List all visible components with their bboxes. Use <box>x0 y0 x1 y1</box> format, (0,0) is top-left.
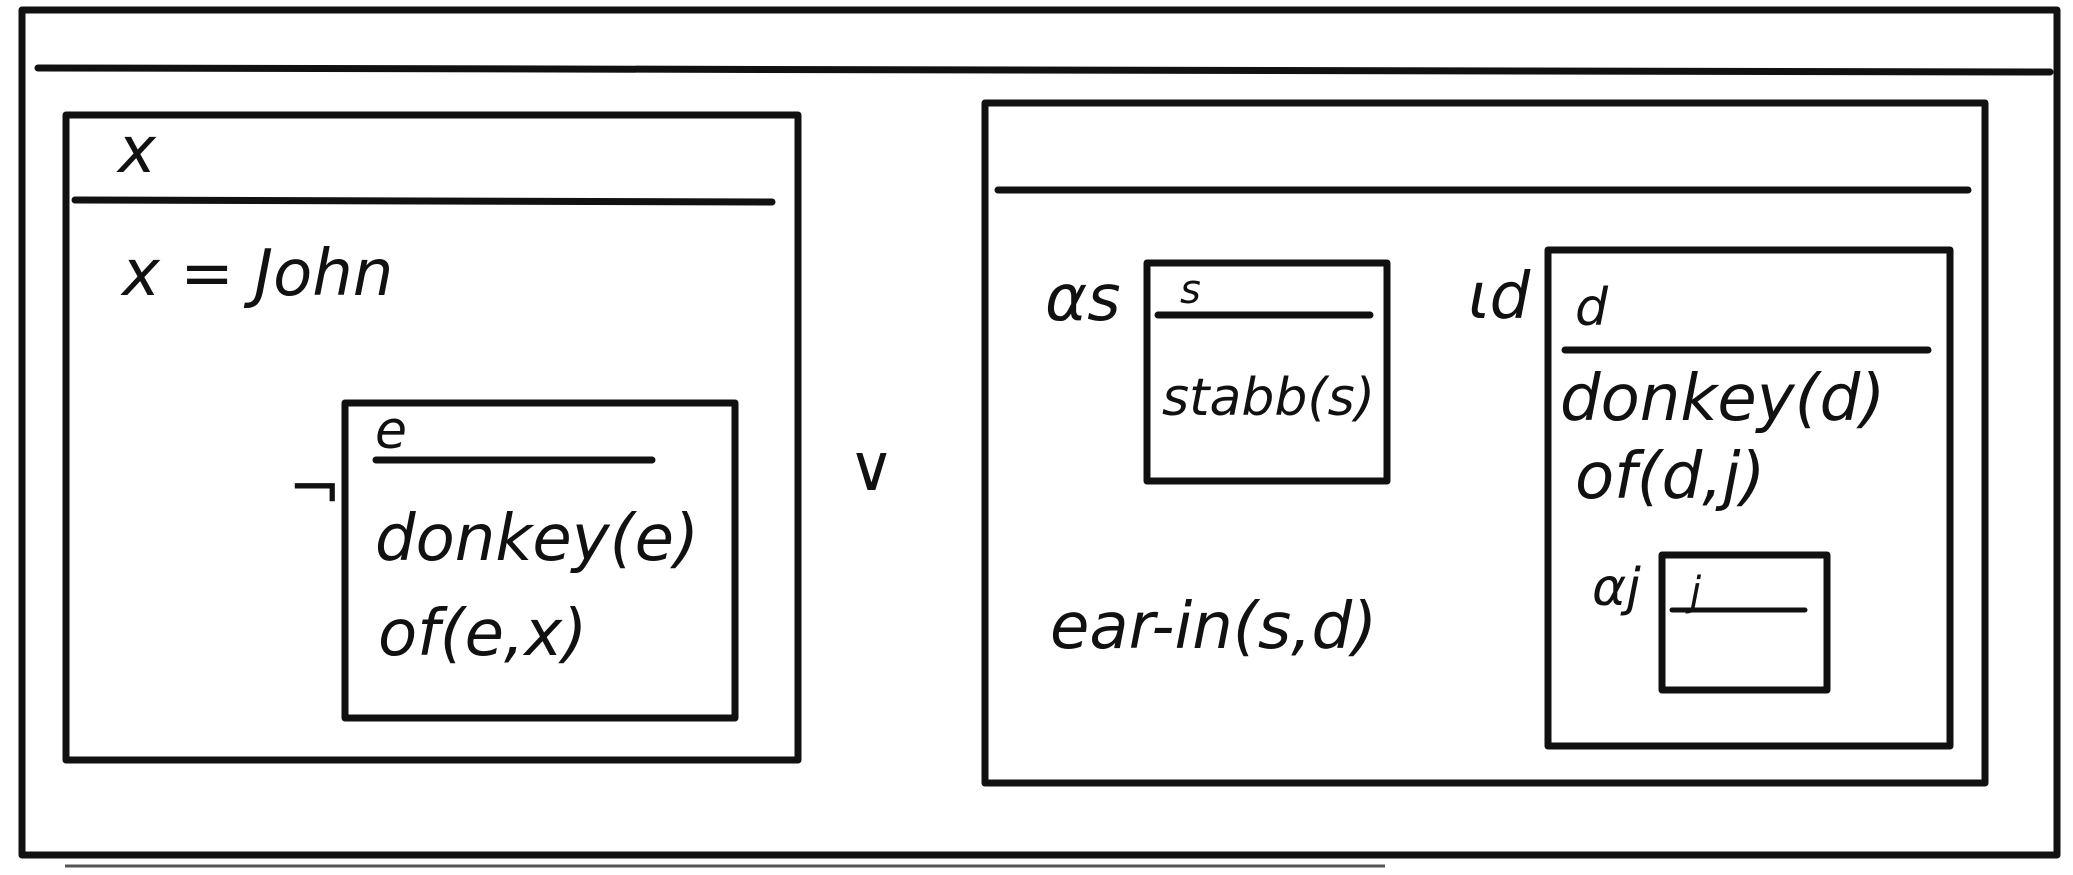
outer-box-divider <box>34 64 2054 76</box>
j-box-operator: αj <box>1592 558 1641 618</box>
right-box-condition-1: ear-in(s,d) <box>1050 590 1377 664</box>
d-box-condition-2: of(d,j) <box>1575 440 1765 514</box>
d-box: ιd d donkey(d) of(d,j) αj j <box>1468 246 1954 750</box>
left-box-condition-1: x = John <box>120 237 393 311</box>
left-box-divider <box>71 196 776 206</box>
j-box-border <box>1658 551 1831 694</box>
disjunction-symbol: ∨ <box>848 432 895 506</box>
right-box: αs s stabb(s) ear-in(s,d) ιd d donkey(d)… <box>981 99 1989 787</box>
j-box-referent: j <box>1685 569 1702 615</box>
d-box-operator: ιd <box>1468 260 1531 334</box>
d-box-condition-1: donkey(d) <box>1560 362 1885 436</box>
inner-box-e-border <box>341 399 739 722</box>
s-box-condition-1: stabb(s) <box>1162 368 1375 428</box>
inner-box-e-condition-2: of(e,x) <box>378 597 587 671</box>
left-box-referent: x <box>116 114 157 188</box>
negation-symbol: ¬ <box>288 452 342 526</box>
j-box: αj j <box>1592 551 1831 694</box>
left-box: x x = John ¬ e donkey(e) of(e,x) <box>62 111 802 764</box>
outer-box <box>18 6 2061 859</box>
inner-box-e-referent: e <box>375 401 407 461</box>
right-box-border <box>981 99 1989 787</box>
s-box-operator: αs <box>1045 262 1121 336</box>
inner-box-e: e donkey(e) of(e,x) <box>341 399 739 722</box>
left-box-border <box>62 111 802 764</box>
inner-box-e-condition-1: donkey(e) <box>375 502 699 576</box>
s-box-referent: s <box>1180 267 1201 313</box>
d-box-border <box>1544 246 1954 750</box>
outer-box-border <box>18 6 2061 859</box>
s-box: αs s stabb(s) <box>1045 259 1391 485</box>
s-box-border <box>1143 259 1391 485</box>
d-box-referent: d <box>1575 278 1609 338</box>
